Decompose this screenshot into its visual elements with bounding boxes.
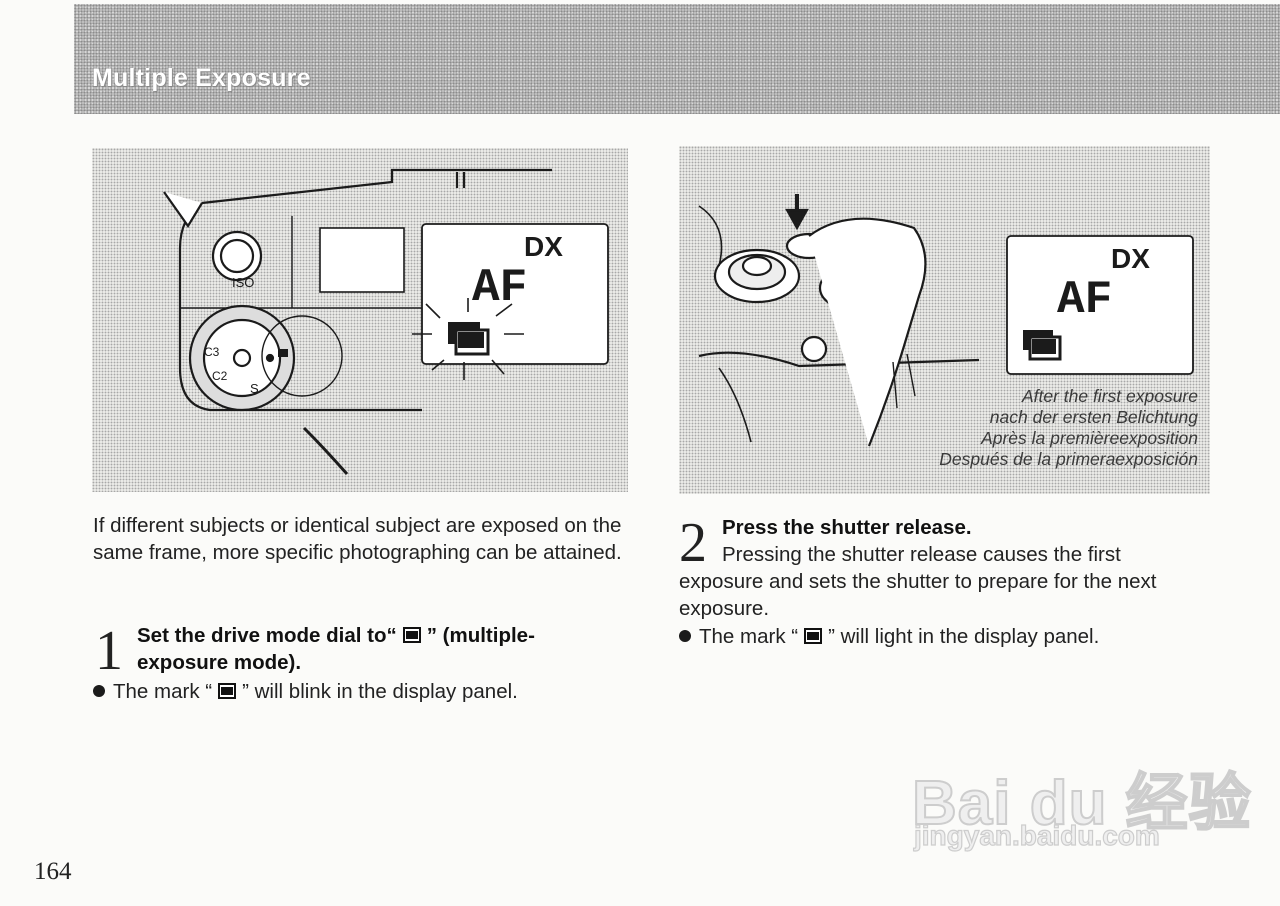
caption-line-en: After the first exposure: [1021, 386, 1198, 406]
arrow-down-icon: [785, 208, 809, 231]
intro-paragraph: If different subjects or identical subje…: [93, 514, 622, 564]
caption-line-es: Después de la primeraexposición: [939, 449, 1198, 469]
step-1-bullet-b: ” will blink in the display panel.: [242, 680, 518, 703]
svg-text:C2: C2: [212, 369, 228, 383]
step-1-bullet: The mark “ ” will blink in the display pa…: [93, 678, 518, 705]
svg-text:C3: C3: [204, 345, 220, 359]
multiple-exposure-icon: [402, 627, 421, 643]
step-2-bullet-a: The mark “: [699, 625, 799, 648]
lcd-af-label: AF: [1057, 274, 1112, 326]
blink-rays: [412, 298, 524, 380]
drive-dial-illustration: ISO S C2 C3 DX AF: [92, 148, 628, 492]
lcd-dx-label: DX: [524, 231, 563, 262]
caption-line-fr: Après la premièreexposition: [981, 428, 1198, 448]
multiple-exposure-icon: [804, 628, 823, 644]
step-1-number: 1: [95, 620, 123, 682]
iso-label: ISO: [232, 275, 254, 290]
watermark-url: jingyan.baidu.com: [913, 819, 1160, 851]
section-header-band: [74, 4, 1280, 114]
step-1-title-a: Set the drive mode dial to“: [137, 624, 397, 647]
bullet-dot-icon: [679, 630, 691, 642]
lcd-dx-label: DX: [1111, 243, 1150, 274]
multiple-exposure-icon: [218, 683, 237, 699]
step-1-title-b: ” (multiple-exposure mode).: [137, 624, 535, 674]
step-2-title: Press the shutter release.: [722, 516, 972, 539]
page-number: 164: [34, 858, 72, 885]
bullet-dot-icon: [93, 685, 105, 697]
page-title: Multiple Exposure: [92, 64, 311, 92]
step-2-number: 2: [679, 512, 707, 574]
lcd-af-label: AF: [472, 262, 527, 314]
shutter-press-illustration: DX AF After the first exposure nach der …: [679, 146, 1210, 494]
caption-line-de: nach der ersten Belichtung: [989, 407, 1198, 427]
figure-caption: After the first exposure nach der ersten…: [939, 386, 1198, 470]
multiple-exposure-icon: [448, 322, 490, 356]
step-1-bullet-a: The mark “: [113, 680, 213, 703]
multiple-exposure-icon: [1023, 330, 1062, 361]
step-1-title: Set the drive mode dial to“” (multiple-e…: [137, 622, 617, 676]
step-2-bullet-b: ” will light in the display panel.: [828, 625, 1100, 648]
svg-text:S: S: [250, 381, 259, 396]
watermark-logo: Bai du 经验: [911, 768, 1252, 839]
step-2-bullet: The mark “ ” will light in the display pa…: [679, 623, 1099, 650]
step-2-body: Pressing the shutter release causes the …: [679, 543, 1157, 620]
